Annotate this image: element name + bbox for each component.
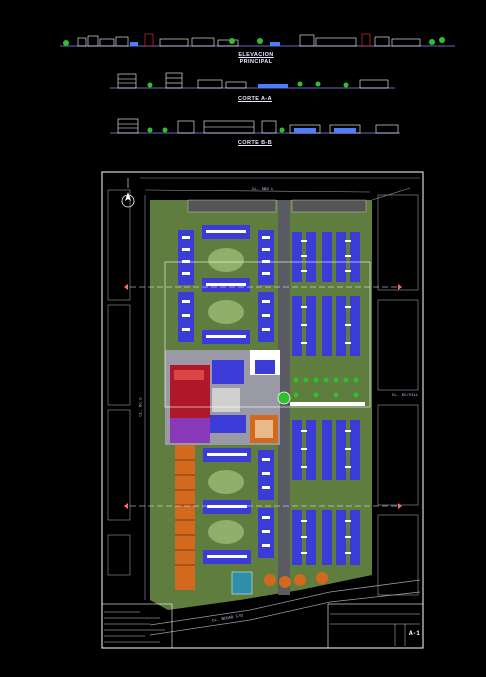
elevation-principal-drawing [0,28,486,50]
section-a-drawing [0,70,486,92]
section-b-drawing [0,115,486,137]
left-housing-blocks-top [178,225,274,344]
section-marker-icon [124,284,128,290]
roundabout [277,391,291,405]
purple-block [170,418,210,443]
section-b-label: CORTE B-B [237,140,273,146]
left-housing-blocks-bottom [203,448,274,595]
title-block [101,603,424,649]
elevation-title: ELEVACION [238,52,274,58]
orange-parking-strip [175,445,195,590]
street-label-left: CL. 6C.5 [139,397,144,417]
elevation-subtitle: PRINCIPAL [239,59,273,65]
section-marker-icon [398,503,402,509]
section-marker-icon [398,284,402,290]
street-label-top: CL. 5B3 L [252,188,274,192]
section-a-label: CORTE A-A [238,96,272,102]
title-block-id: A-1 [409,630,420,637]
sports-court [231,571,253,595]
section-marker-icon [124,503,128,509]
street-label-right: CL. 5C/VILL [392,394,419,398]
bottom-road [149,579,421,626]
right-housing-blocks [264,232,365,588]
north-arrow-icon [121,178,135,208]
viewport-frame [164,261,371,408]
sheet-border [101,171,424,649]
